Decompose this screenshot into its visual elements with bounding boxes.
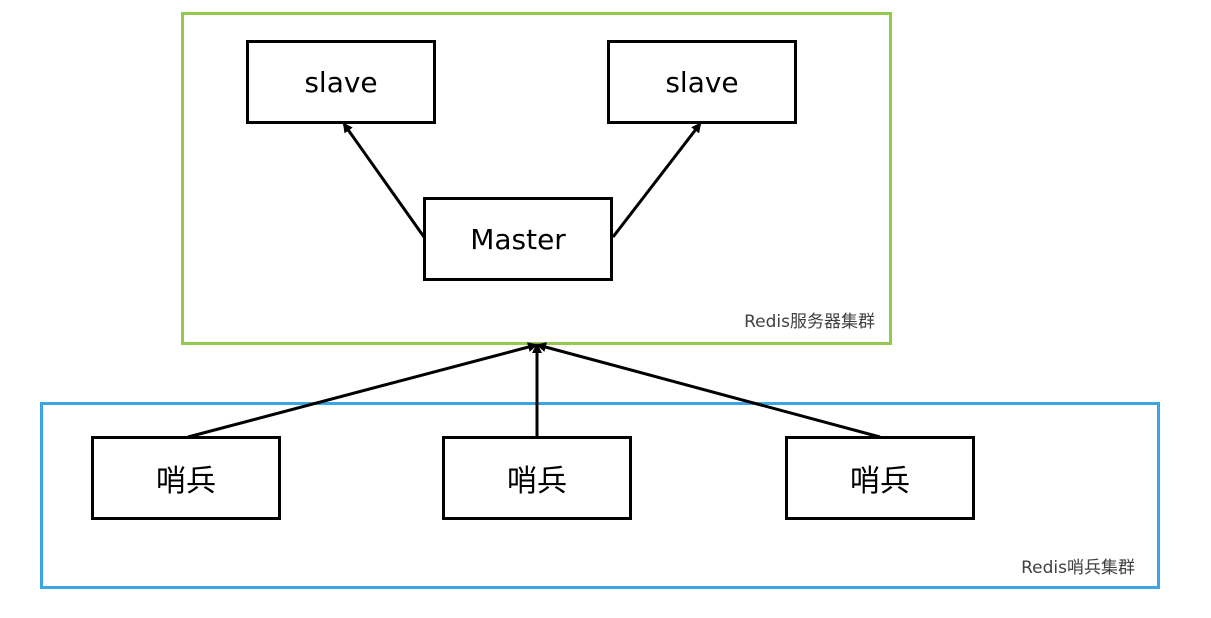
slave-node-right: slave	[607, 40, 797, 124]
sentinel-node-3: 哨兵	[785, 436, 975, 520]
slave-node-left: slave	[246, 40, 436, 124]
master-node: Master	[423, 197, 613, 281]
sentinel-cluster-label: Redis哨兵集群	[1021, 558, 1135, 578]
server-cluster-label: Redis服务器集群	[744, 312, 875, 332]
sentinel-node-2: 哨兵	[442, 436, 632, 520]
sentinel-node-1: 哨兵	[91, 436, 281, 520]
